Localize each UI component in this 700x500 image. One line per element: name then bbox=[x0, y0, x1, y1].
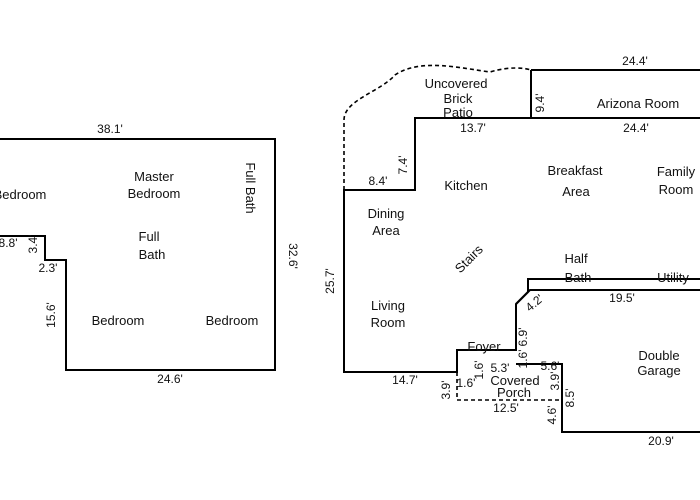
dim-foyer-small-1: 1.6' bbox=[516, 350, 530, 369]
room-family-line2: Room bbox=[659, 182, 694, 197]
dim-porch-bottom: 12.5' bbox=[493, 401, 519, 415]
room-garage-line2: Garage bbox=[637, 363, 680, 378]
right-plan-outline bbox=[343, 69, 700, 373]
room-stairs: Stairs bbox=[452, 241, 486, 275]
dim-left-right-side: 32.6' bbox=[286, 243, 300, 269]
dim-dining-step-top: 8.4' bbox=[369, 174, 388, 188]
dim-left-notch-vertical: 3.4' bbox=[26, 235, 40, 254]
room-patio-line1: Uncovered bbox=[425, 76, 488, 91]
room-porch-line1: Covered bbox=[490, 373, 539, 388]
room-foyer: Foyer bbox=[467, 339, 501, 354]
room-garage-line1: Double bbox=[638, 348, 679, 363]
dim-porch-right-top: 5.6' bbox=[541, 359, 560, 373]
room-half-bath-line1: Half bbox=[564, 251, 588, 266]
room-master-line1: Master bbox=[134, 169, 174, 184]
dim-left-notch-top: 8.8' bbox=[0, 236, 17, 250]
dim-foyer-side: 6.9' bbox=[516, 328, 530, 347]
room-bedroom-left: Bedroom bbox=[0, 187, 46, 202]
room-porch-line2: Porch bbox=[497, 385, 531, 400]
patio-dashed-outline bbox=[343, 64, 532, 190]
room-full-bath-vertical: Full Bath bbox=[243, 162, 258, 213]
room-family-line1: Family bbox=[657, 164, 696, 179]
room-patio-line2: Brick bbox=[444, 91, 473, 106]
right-floor-plan: 24.4' 24.4' 9.4' 13.7' 7.4' 8.4' 25.7' 1… bbox=[323, 54, 700, 448]
room-breakfast-line1: Breakfast bbox=[548, 163, 603, 178]
dim-left-lower-side: 15.6' bbox=[44, 302, 58, 328]
room-patio-line3: Patio bbox=[443, 105, 473, 120]
dim-left-bottom: 24.6' bbox=[157, 372, 183, 386]
room-arizona: Arizona Room bbox=[597, 96, 679, 111]
dim-foyer-bottom: 5.3' bbox=[491, 361, 510, 375]
dim-dining-step-side: 7.4' bbox=[396, 156, 410, 175]
dim-left-top: 38.1' bbox=[97, 122, 123, 136]
room-half-bath-line2: Bath bbox=[565, 270, 592, 285]
room-dining-line1: Dining bbox=[368, 206, 405, 221]
room-full-bath-line1: Full bbox=[139, 229, 160, 244]
dim-garage-bottom: 20.9' bbox=[648, 434, 674, 448]
dim-porch-left: 3.9' bbox=[439, 381, 453, 400]
room-dining-line2: Area bbox=[372, 223, 400, 238]
room-breakfast-line2: Area bbox=[562, 184, 590, 199]
dim-porch-right: 3.9' bbox=[548, 372, 562, 391]
dim-arizona-top: 24.4' bbox=[622, 54, 648, 68]
dim-arizona-side: 9.4' bbox=[533, 94, 547, 113]
dim-right-bottom-left: 14.7' bbox=[392, 373, 418, 387]
dim-right-left-side: 25.7' bbox=[323, 268, 337, 294]
dim-patio-bottom: 13.7' bbox=[460, 121, 486, 135]
dim-garage-top: 19.5' bbox=[609, 291, 635, 305]
dim-garage-left-upper: 8.5' bbox=[563, 389, 577, 408]
dim-foyer-small-2: 1.6' bbox=[472, 361, 486, 380]
porch-dashed-outline bbox=[456, 364, 563, 401]
room-bedroom-bottom-2: Bedroom bbox=[206, 313, 259, 328]
left-plan-outline bbox=[0, 138, 276, 371]
left-floor-plan: 38.1' 8.8' 3.4' 2.3' 15.6' 32.6' 24.6' B… bbox=[0, 122, 300, 386]
room-living-line1: Living bbox=[371, 298, 405, 313]
room-master-line2: Bedroom bbox=[128, 186, 181, 201]
room-full-bath-line2: Bath bbox=[139, 247, 166, 262]
room-bedroom-bottom-1: Bedroom bbox=[92, 313, 145, 328]
room-utility: Utility bbox=[657, 270, 689, 285]
dim-arizona-bottom: 24.4' bbox=[623, 121, 649, 135]
room-kitchen: Kitchen bbox=[444, 178, 487, 193]
dim-foyer-small-3: 1.6' bbox=[457, 376, 476, 390]
room-living-line2: Room bbox=[371, 315, 406, 330]
dim-left-notch-step: 2.3' bbox=[39, 261, 58, 275]
dim-garage-left-lower: 4.6' bbox=[545, 406, 559, 425]
